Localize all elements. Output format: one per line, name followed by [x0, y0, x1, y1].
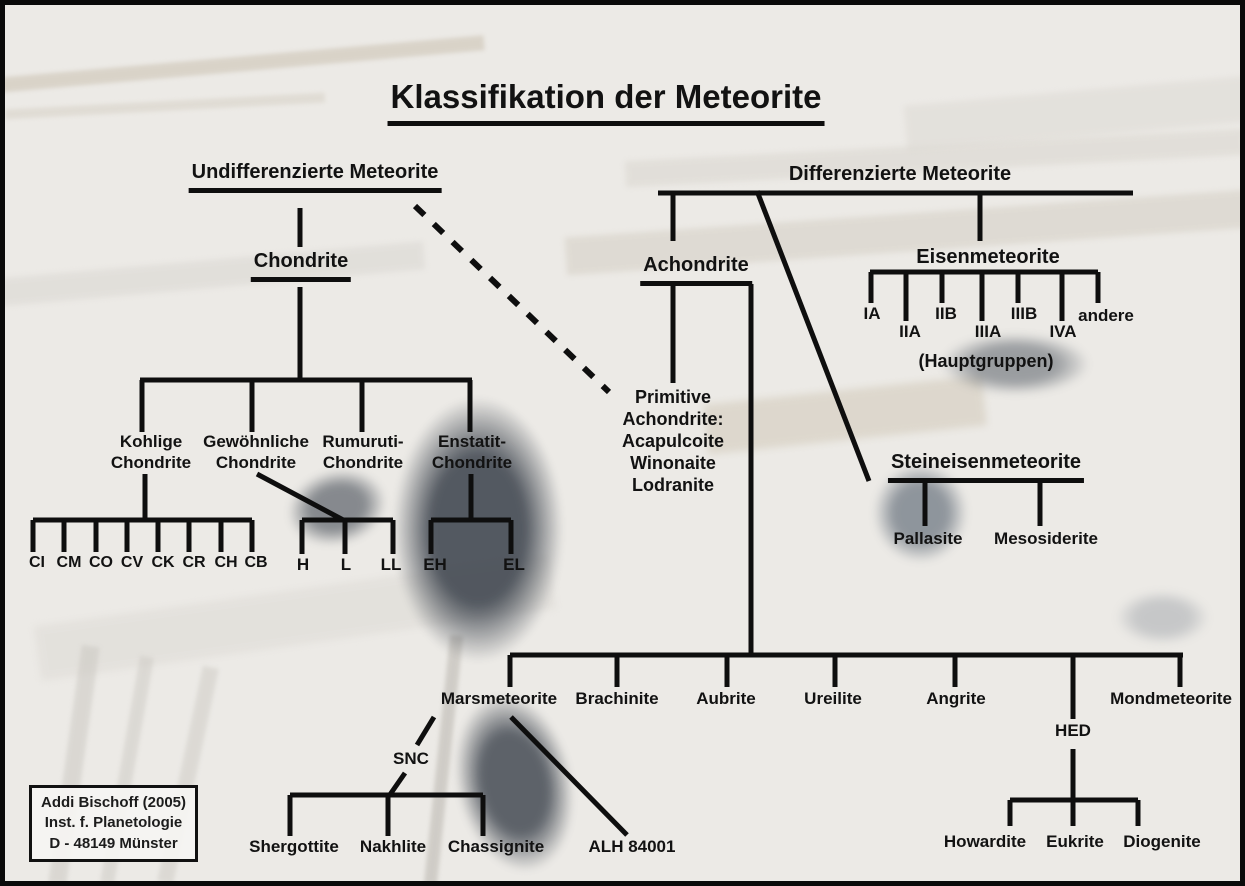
node-steineisenmeteorite: Steineisenmeteorite: [887, 450, 1085, 483]
node-alh-84001: ALH 84001: [588, 837, 676, 856]
node-achondrite: Achondrite: [640, 253, 752, 286]
node-type-el: EL: [503, 555, 525, 574]
node-nakhlite: Nakhlite: [359, 837, 427, 856]
snc-tree-lines: [287, 715, 629, 837]
node-hed: HED: [1055, 721, 1091, 740]
node-diogenite: Diogenite: [1123, 832, 1201, 851]
node-enstatit-chondrite: Enstatit- Chondrite: [431, 432, 513, 472]
node-type-ck: CK: [151, 554, 175, 571]
credit-institute: Inst. f. Planetologie: [44, 814, 183, 832]
node-type-l: L: [340, 555, 352, 574]
node-iron-ia: IA: [863, 304, 881, 323]
node-type-cr: CR: [182, 554, 206, 571]
node-angrite: Angrite: [926, 689, 986, 708]
node-type-co: CO: [89, 554, 113, 571]
node-brachinite: Brachinite: [575, 689, 659, 708]
node-iron-iib: IIB: [935, 304, 957, 323]
node-mesosiderite: Mesosiderite: [994, 529, 1098, 548]
node-primitive-achondrite: Primitive Achondrite: Acapulcoite Winona…: [621, 387, 725, 495]
credit-box: Addi Bischoff (2005) Inst. f. Planetolog…: [29, 785, 199, 862]
node-pallasite: Pallasite: [893, 529, 963, 548]
node-howardite: Howardite: [943, 832, 1027, 851]
node-iron-iiib: IIIB: [1010, 304, 1038, 323]
credit-author: Addi Bischoff (2005): [41, 794, 187, 811]
node-type-cm: CM: [56, 554, 82, 571]
node-type-h: H: [296, 555, 310, 574]
node-type-ll: LL: [380, 555, 402, 574]
node-rumuruti-chondrite: Rumuruti- Chondrite: [322, 432, 404, 472]
node-iron-iia: IIA: [899, 322, 921, 341]
node-differenzierte-meteorite: Differenzierte Meteorite: [788, 163, 1012, 185]
credit-address: D - 48149 Münster: [49, 834, 178, 852]
node-gewoehnliche-chondrite: Gewöhnliche Chondrite: [203, 432, 309, 472]
page-title: Klassifikation der Meteorite: [387, 77, 825, 126]
node-snc: SNC: [393, 749, 429, 768]
node-type-cb: CB: [244, 554, 268, 571]
node-type-eh: EH: [423, 555, 447, 574]
node-eukrite: Eukrite: [1046, 832, 1104, 851]
node-kohlige-chondrite: Kohlige Chondrite: [110, 432, 192, 472]
node-marsmeteorite: Marsmeteorite: [440, 689, 558, 708]
node-aubrite: Aubrite: [696, 689, 756, 708]
divider-dashed-line: [412, 203, 612, 395]
node-eisenmeteorite: Eisenmeteorite: [916, 246, 1060, 268]
node-shergottite: Shergottite: [249, 837, 339, 856]
node-type-ci: CI: [29, 554, 45, 571]
node-ureilite: Ureilite: [804, 689, 862, 708]
node-chondrite: Chondrite: [250, 249, 352, 282]
node-undifferenzierte-meteorite: Undifferenzierte Meteorite: [188, 160, 442, 193]
node-chassignite: Chassignite: [447, 837, 545, 856]
node-type-cv: CV: [120, 554, 144, 571]
node-mondmeteorite: Mondmeteorite: [1110, 689, 1232, 708]
node-type-ch: CH: [214, 554, 238, 571]
achondrite-children-lines: [507, 652, 1183, 826]
node-iron-iva: IVA: [1049, 322, 1077, 341]
node-iron-andere: andere: [1078, 306, 1134, 325]
iron-hauptgruppen-note: (Hauptgruppen): [918, 351, 1054, 371]
node-iron-iiia: IIIA: [974, 322, 1002, 341]
